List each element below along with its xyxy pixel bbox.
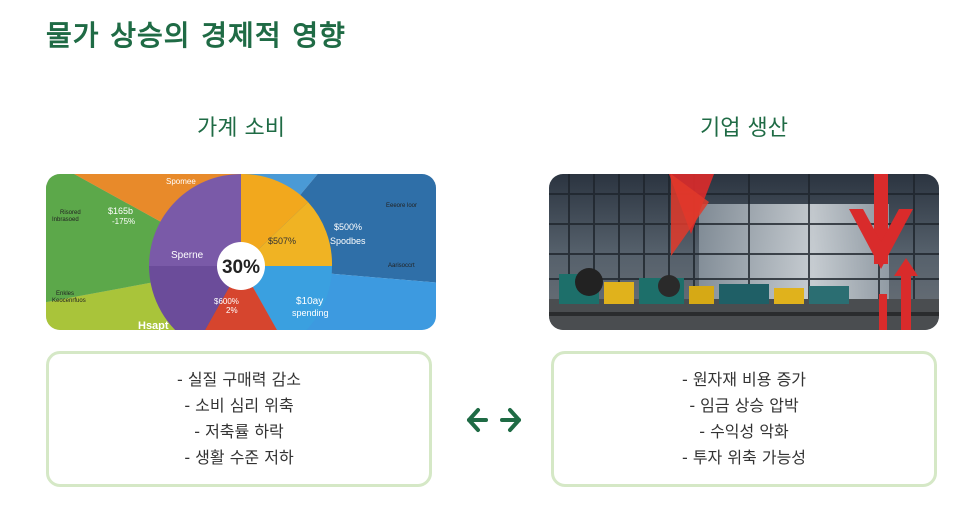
pie-label: Aarisoccrt <box>388 263 415 269</box>
pie-label: Inbrasoed <box>52 217 79 223</box>
pie-label: 2% <box>226 306 238 315</box>
household-pie-image: 30% Spomee $165b -175% Sperne $507% $500… <box>46 174 436 330</box>
pie-label: $507% <box>268 236 296 246</box>
pie-label: Risored <box>60 210 81 216</box>
factory-image <box>549 174 939 330</box>
household-point: - 소비 심리 위축 <box>184 396 294 415</box>
pie-label: Spodbes <box>330 236 366 246</box>
household-heading: 가계 소비 <box>197 116 285 141</box>
pie-label: $500% <box>334 222 362 232</box>
pie-label: $600% <box>214 297 239 306</box>
pie-label: Eeeore loor <box>386 203 417 209</box>
page-title: 물가 상승의 경제적 영향 <box>46 19 346 52</box>
household-point: - 실질 구매력 감소 <box>176 370 302 389</box>
pie-label: -175% <box>112 217 135 226</box>
pie-label: Sperne <box>171 250 204 261</box>
business-point: - 원자재 비용 증가 <box>681 370 807 389</box>
pie-label: Keocenrfuos <box>52 298 86 304</box>
up-arrow-icon <box>894 258 918 276</box>
household-point: - 생활 수준 저하 <box>184 448 294 467</box>
double-arrow-icon <box>466 404 522 436</box>
pie-chart <box>46 174 436 330</box>
machinery <box>549 268 939 316</box>
pie-label: $10ay <box>296 296 323 307</box>
pie-label: Spomee <box>166 177 196 186</box>
business-point: - 임금 상승 압박 <box>689 396 799 415</box>
down-arrow-icon <box>849 209 913 269</box>
household-points-card: - 실질 구매력 감소 - 소비 심리 위축 - 저축률 하락 - 생활 수준 … <box>46 351 432 487</box>
pie-label: Hsapt <box>138 320 169 330</box>
business-heading: 기업 생산 <box>700 116 788 141</box>
pie-label: $165b <box>108 206 133 216</box>
business-points-card: - 원자재 비용 증가 - 임금 상승 압박 - 수익성 악화 - 투자 위축 … <box>551 351 937 487</box>
business-point: - 수익성 악화 <box>699 422 789 441</box>
pie-center-label: 30% <box>222 257 260 278</box>
down-arrow-icon <box>671 174 709 256</box>
pie-label: Enkles <box>56 291 74 297</box>
business-point: - 투자 위축 가능성 <box>681 448 807 467</box>
household-point: - 저축률 하락 <box>194 422 284 441</box>
pie-label: spending <box>292 308 329 318</box>
